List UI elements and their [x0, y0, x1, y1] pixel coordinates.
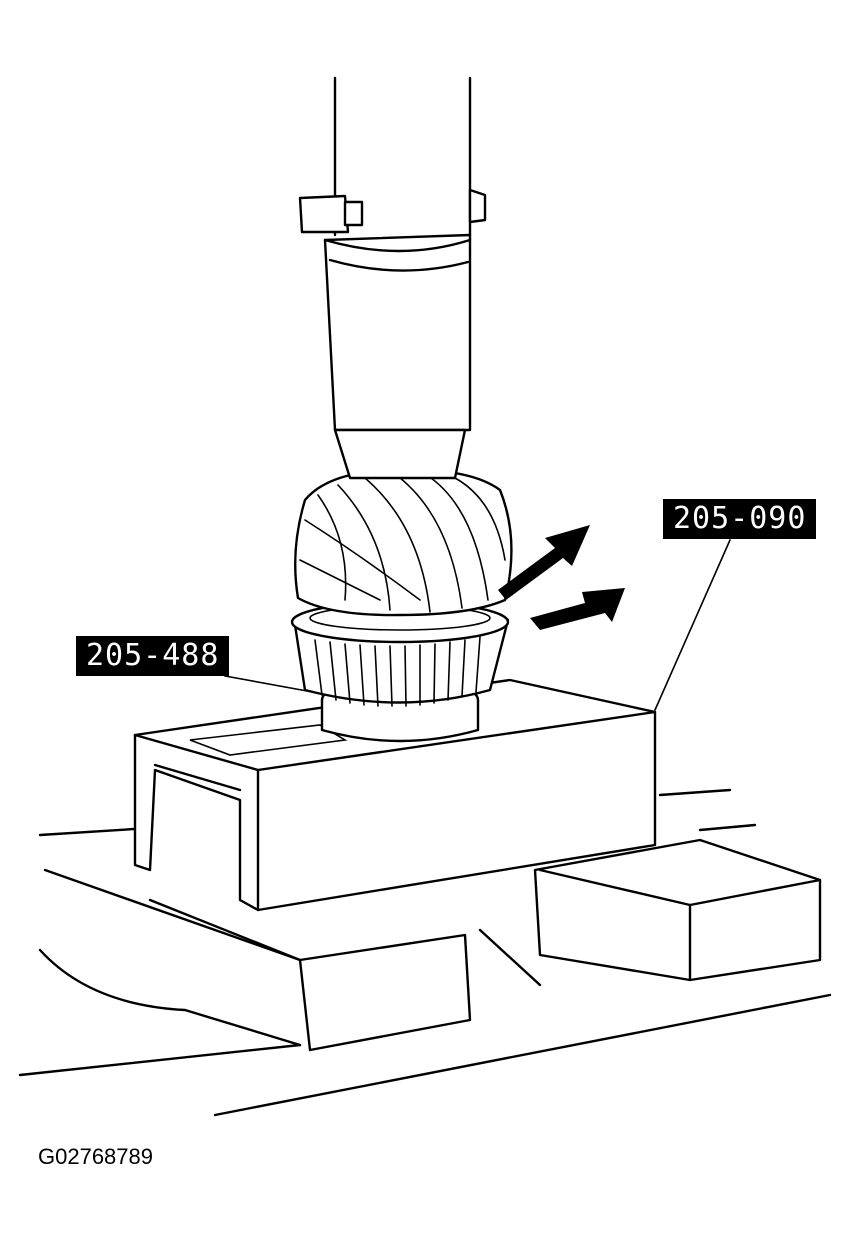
- leader-lines: [224, 539, 731, 711]
- label-205-488: 205-488: [76, 636, 230, 676]
- base-plate: [18, 788, 832, 1117]
- figure-id: G02768789: [38, 1144, 153, 1169]
- arrow-icon: [498, 525, 625, 630]
- support-block-left: [148, 898, 472, 1052]
- label-205-090: 205-090: [663, 499, 817, 539]
- roller-bearing: [290, 600, 510, 707]
- press-ram: [298, 76, 487, 480]
- bracket-tool: [133, 678, 657, 912]
- pinion-gear: [294, 468, 513, 617]
- support-block-right: [533, 838, 822, 982]
